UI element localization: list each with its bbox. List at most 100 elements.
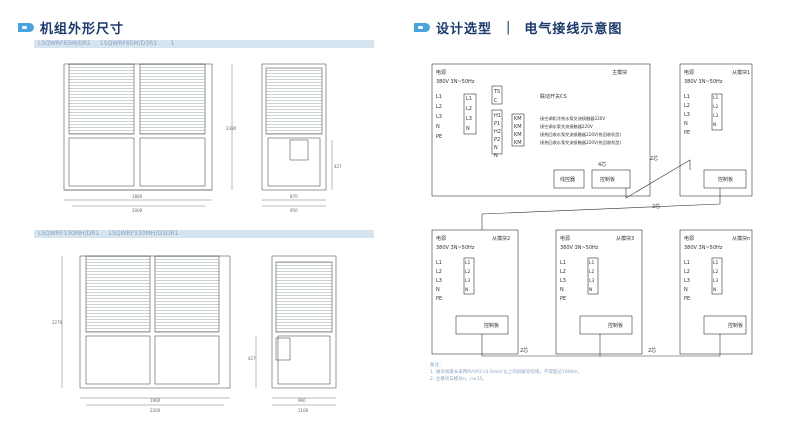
svg-text:L3: L3: [713, 278, 718, 284]
svg-text:KM: KM: [514, 116, 522, 122]
unit2-side-depth-dim: 1100: [298, 408, 309, 413]
main-unit-box: [431, 63, 651, 197]
unit2-side-mid-dim: 427: [248, 356, 256, 361]
svg-text:L1: L1: [684, 94, 690, 100]
linkage-switch-label: 联动开关CS: [540, 93, 567, 100]
svg-text:PE: PE: [560, 296, 566, 302]
svg-text:N: N: [436, 124, 440, 130]
svg-text:KM: KM: [514, 132, 522, 138]
wire-controller-label: 线控器: [560, 176, 575, 183]
svg-text:TS: TS: [493, 89, 500, 95]
svg-text:控制板: 控制板: [484, 322, 499, 329]
svg-text:PE: PE: [684, 296, 690, 302]
svg-text:L2: L2: [713, 104, 718, 110]
svg-text:C: C: [494, 98, 498, 104]
section-tag-icon: [18, 23, 34, 32]
unit1-side-depth-dim: 950: [290, 208, 298, 213]
unit1-height-dim: 2380: [226, 126, 237, 131]
model-band-2: LSQWRF130MH/DR1 LSQWRF130MH/D3DR1: [34, 230, 374, 238]
unit1-side-inner-dim: 870: [290, 194, 298, 199]
svg-text:2芯: 2芯: [520, 347, 528, 354]
svg-text:L1: L1: [436, 94, 442, 100]
left-section-header: 机组外形尺寸: [18, 18, 124, 37]
model-name: LSQWRF65M/DR1: [38, 40, 91, 47]
svg-text:L2: L2: [589, 269, 594, 275]
unit2-height-dim: 2270: [52, 320, 63, 325]
svg-text:L3: L3: [560, 278, 566, 284]
svg-text:380V 3N~50Hz: 380V 3N~50Hz: [684, 245, 723, 251]
svg-text:N: N: [466, 126, 470, 132]
svg-text:从模块3: 从模块3: [616, 235, 634, 242]
unit1-front-width-dim: 2000: [132, 208, 143, 213]
title-separator: |: [506, 20, 511, 35]
svg-text:L1: L1: [560, 260, 566, 266]
svg-text:从模块n: 从模块n: [732, 235, 750, 242]
svg-text:L1: L1: [466, 96, 472, 102]
svg-text:2芯: 2芯: [650, 155, 658, 162]
unit2-front-inner-dim: 1960: [150, 398, 161, 403]
svg-text:L2: L2: [465, 269, 470, 275]
svg-text:L3: L3: [684, 112, 690, 118]
svg-text:2芯: 2芯: [648, 347, 656, 354]
svg-text:N: N: [436, 287, 440, 293]
unit2-front-fan-grille-left: [85, 255, 151, 333]
svg-text:控制板: 控制板: [728, 322, 743, 329]
svg-text:接热回收水泵交流接触器220V(热回收机型): 接热回收水泵交流接触器220V(热回收机型): [540, 139, 621, 146]
unit2-front-fan-grille-right: [154, 255, 220, 333]
notes-title: 备注：: [430, 363, 444, 368]
section-tag-icon: [414, 23, 430, 32]
svg-text:L3: L3: [713, 113, 718, 119]
right-section-subtitle: 电气接线示意图: [524, 22, 623, 37]
slave-unit-3-box: [555, 229, 643, 355]
svg-text:从模块1: 从模块1: [732, 69, 750, 76]
svg-text:L3: L3: [589, 278, 594, 284]
svg-text:L1: L1: [589, 260, 594, 266]
svg-text:N: N: [494, 145, 498, 151]
unit1-side-body: [261, 63, 327, 191]
svg-text:N: N: [713, 287, 716, 293]
main-unit-name: 主模块: [612, 69, 627, 76]
svg-text:从模块2: 从模块2: [492, 235, 510, 242]
svg-text:H2: H2: [494, 129, 501, 135]
svg-text:控制板: 控制板: [718, 176, 733, 183]
main-board-label: 控制板: [600, 176, 615, 183]
unit1-front-panel-left: [68, 137, 135, 187]
svg-text:电源: 电源: [560, 235, 570, 242]
wire-controller-box: [553, 169, 585, 189]
svg-text:L3: L3: [436, 114, 442, 120]
main-control-board-box: [591, 169, 631, 189]
model-name: LSQWRF130MH/DR1: [38, 230, 100, 237]
right-section-title: 设计选型: [436, 22, 493, 37]
svg-text:380V 3N~50Hz: 380V 3N~50Hz: [560, 245, 599, 251]
model-name: LSQWRF65M/D3R1: [100, 40, 158, 47]
svg-text:L1: L1: [436, 260, 442, 266]
svg-text:L3: L3: [466, 116, 472, 122]
svg-text:L2: L2: [713, 269, 718, 275]
svg-text:N: N: [684, 121, 688, 127]
main-cable-label: 4芯: [598, 161, 606, 168]
svg-text:L2: L2: [684, 269, 690, 275]
slave-unit-1-box: [679, 63, 753, 197]
svg-text:L3: L3: [465, 278, 470, 284]
unit2-side-inner-dim: 960: [298, 398, 306, 403]
svg-text:H1: H1: [494, 113, 501, 119]
svg-text:L2: L2: [436, 269, 442, 275]
svg-text:KM: KM: [514, 124, 522, 130]
svg-text:P2: P2: [494, 137, 500, 143]
svg-text:接空调机冷热水泵交流接触器220V: 接空调机冷热水泵交流接触器220V: [540, 115, 605, 122]
unit2-side-body: [271, 255, 337, 389]
svg-text:N: N: [494, 153, 498, 159]
svg-text:2芯: 2芯: [652, 203, 660, 210]
svg-text:KM: KM: [514, 140, 522, 146]
svg-text:PE: PE: [684, 130, 690, 136]
svg-text:N: N: [560, 287, 564, 293]
main-voltage: 380V 3N~50Hz: [436, 79, 475, 85]
svg-text:电源: 电源: [684, 235, 694, 242]
svg-text:380V 3N~50Hz: 380V 3N~50Hz: [436, 245, 475, 251]
svg-text:控制板: 控制板: [608, 322, 623, 329]
unit1-front-fan-grille-right: [139, 63, 206, 135]
main-power-label: 电源: [436, 69, 446, 76]
svg-text:N: N: [589, 287, 592, 293]
